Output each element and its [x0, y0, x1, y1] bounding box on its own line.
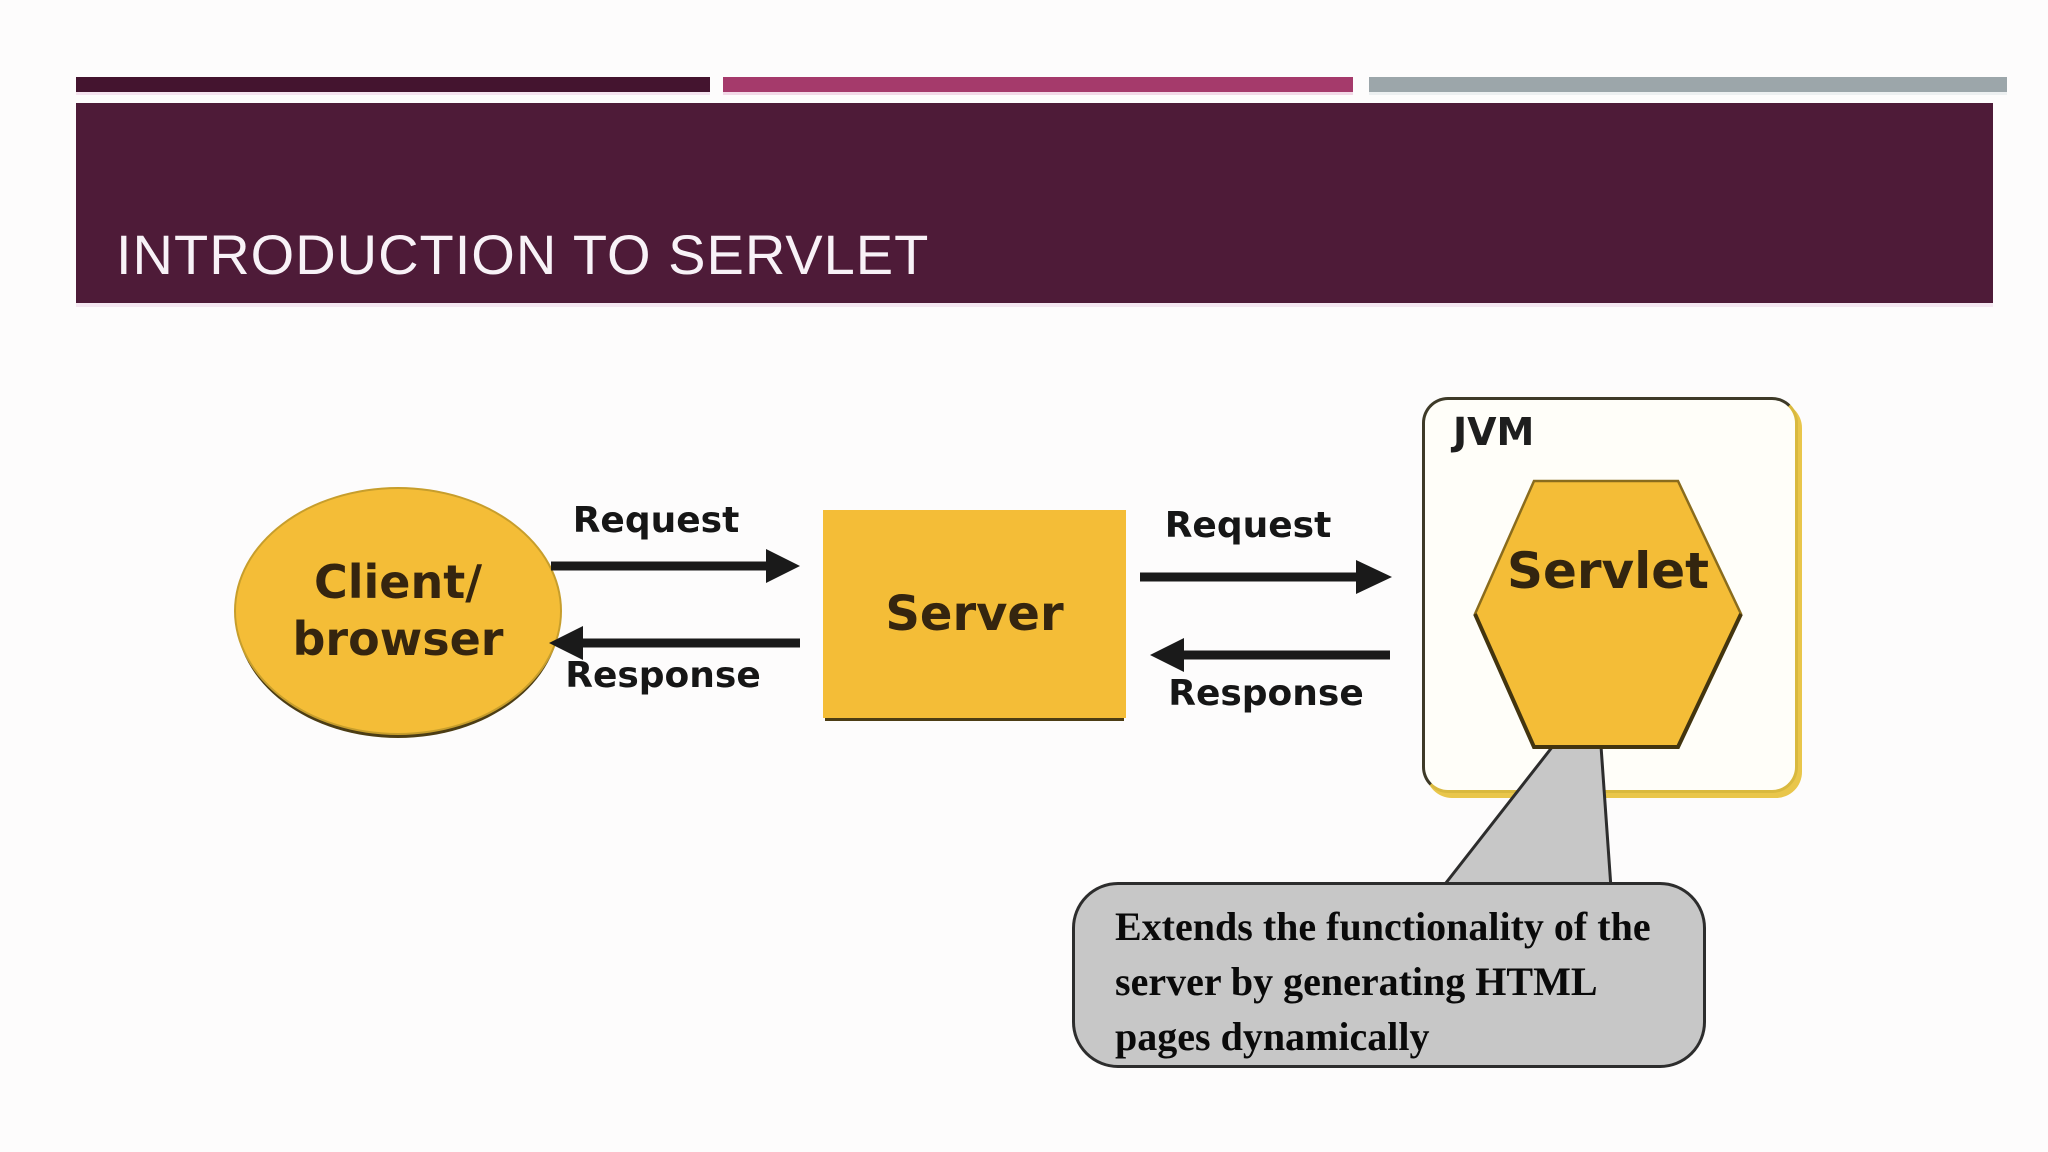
response-label-2: Response — [1168, 673, 1364, 714]
server-node: Server — [823, 510, 1126, 718]
client-label-line2: browser — [292, 612, 504, 666]
request-arrow-client-to-server — [551, 549, 800, 583]
slide-title: INTRODUCTION TO SERVLET — [116, 223, 930, 286]
callout-line-2: server by generating HTML — [1115, 959, 1598, 1004]
title-banner: INTRODUCTION TO SERVLET — [76, 103, 1993, 303]
response-label-1: Response — [565, 655, 761, 696]
accent-bar-gray — [1369, 77, 2007, 92]
callout-line-1: Extends the functionality of the — [1115, 904, 1651, 949]
server-label: Server — [885, 586, 1064, 642]
response-arrow-servlet-to-server — [1150, 638, 1390, 672]
client-label-line1: Client/ — [313, 555, 483, 609]
servlet-label: Servlet — [1506, 542, 1710, 600]
callout-line-3: pages dynamically — [1115, 1014, 1430, 1059]
callout-bubble: Extends the functionality of the server … — [1072, 882, 1706, 1068]
jvm-label: JVM — [1453, 410, 1535, 454]
accent-bar-dark — [76, 77, 710, 92]
request-label-2: Request — [1164, 505, 1332, 546]
client-browser-node: Client/ browser — [234, 487, 562, 735]
accent-bar-magenta — [723, 77, 1353, 92]
request-arrow-server-to-servlet — [1140, 560, 1392, 594]
request-label-1: Request — [572, 500, 740, 541]
